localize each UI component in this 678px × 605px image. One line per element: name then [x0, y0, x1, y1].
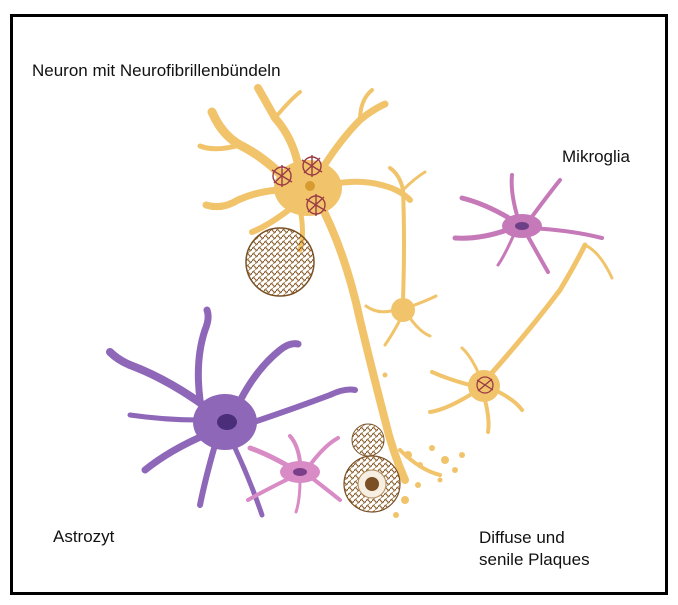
senile-plaque	[344, 456, 400, 512]
large-neuron-nucleus	[305, 181, 315, 191]
label-astrocyte: Astrozyt	[53, 526, 114, 548]
microglia-top-nucleus	[515, 222, 529, 230]
label-plaques-line1: Diffuse und	[479, 527, 590, 549]
astrocyte-nucleus	[217, 414, 237, 430]
label-plaques: Diffuse und senile Plaques	[479, 527, 590, 571]
diffuse-plaque	[352, 424, 384, 456]
small-neuron-middle-soma	[391, 298, 415, 322]
lower-neuron	[430, 245, 612, 432]
label-microglia: Mikroglia	[562, 146, 630, 168]
microglia-lower-nucleus	[293, 468, 307, 476]
extracellular-tangle	[246, 228, 314, 296]
label-plaques-line2: senile Plaques	[479, 549, 590, 571]
label-neuron-tangles: Neuron mit Neurofibrillenbündeln	[32, 60, 281, 82]
